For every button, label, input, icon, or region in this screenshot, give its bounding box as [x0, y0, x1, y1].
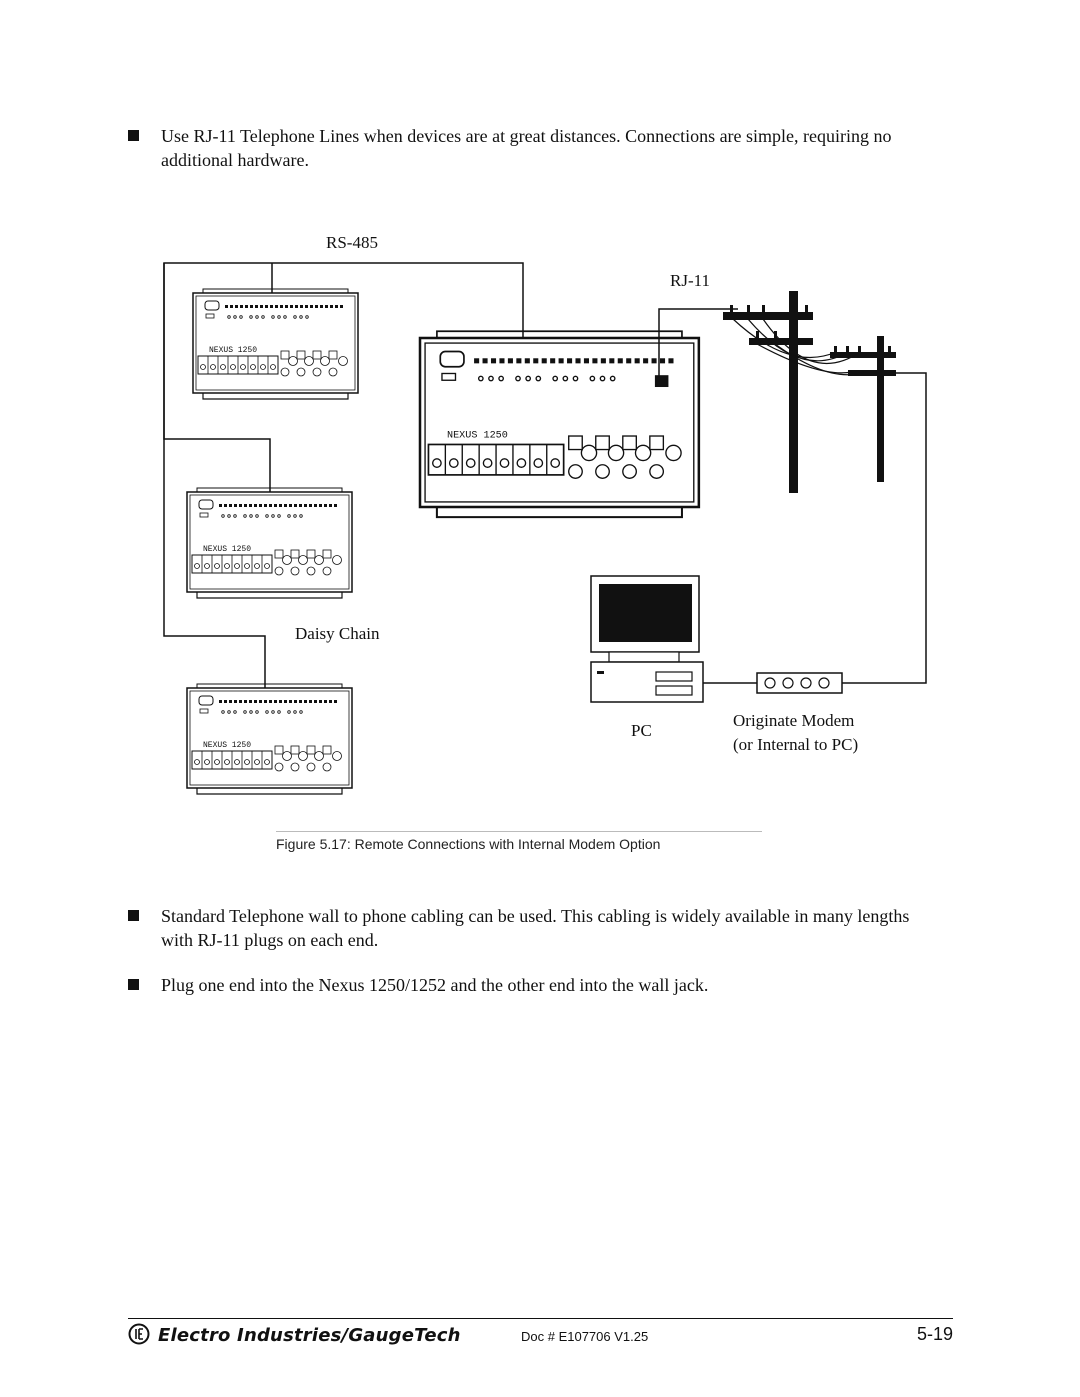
meter-model-label: NEXUS 1250 [209, 346, 257, 355]
nexus-meter-large: NEXUS 1250 [418, 329, 701, 519]
modem-label-line1: Originate Modem [733, 711, 854, 730]
meter-model-label: NEXUS 1250 [447, 431, 508, 442]
bullet-text: Use RJ-11 Telephone Lines when devices a… [161, 126, 892, 170]
caption-rule [276, 831, 762, 832]
meter-model-label: NEXUS 1250 [203, 545, 251, 554]
modem-icon [756, 672, 843, 694]
bullet-text: Plug one end into the Nexus 1250/1252 an… [161, 975, 709, 995]
pc-icon [590, 575, 704, 703]
bullet-square-icon [128, 979, 139, 990]
rs485-label: RS-485 [326, 233, 378, 252]
bullet-square-icon [128, 130, 139, 141]
footer-page-number: 5-19 [916, 1324, 953, 1344]
bullet-item: Use RJ-11 Telephone Lines when devices a… [128, 124, 923, 172]
bullet-square-icon [128, 910, 139, 921]
nexus-meter-small-3: NEXUS 1250 [186, 683, 353, 795]
bullet-item: Standard Telephone wall to phone cabling… [128, 904, 923, 952]
footer-doc-number: Doc # E107706 V1.25 [521, 1329, 649, 1344]
pc-label: PC [631, 721, 652, 740]
figure-caption: Figure 5.17: Remote Connections with Int… [276, 836, 661, 852]
bullet-text: Standard Telephone wall to phone cabling… [161, 906, 910, 950]
daisy-chain-label: Daisy Chain [295, 624, 380, 643]
company-logo-icon [128, 1323, 150, 1345]
nexus-meter-small-1: NEXUS 1250 [192, 288, 359, 400]
meter-model-label: NEXUS 1250 [203, 741, 251, 750]
footer-rule [128, 1318, 953, 1319]
rj11-label: RJ-11 [670, 271, 710, 290]
nexus-meter-small-2: NEXUS 1250 [186, 487, 353, 599]
footer-company-name: Electro Industries/GaugeTech [158, 1325, 461, 1346]
bullet-item: Plug one end into the Nexus 1250/1252 an… [128, 973, 923, 997]
telephone-poles-icon [723, 291, 896, 493]
rj11-line [658, 308, 927, 684]
modem-label-line2: (or Internal to PC) [733, 735, 858, 754]
